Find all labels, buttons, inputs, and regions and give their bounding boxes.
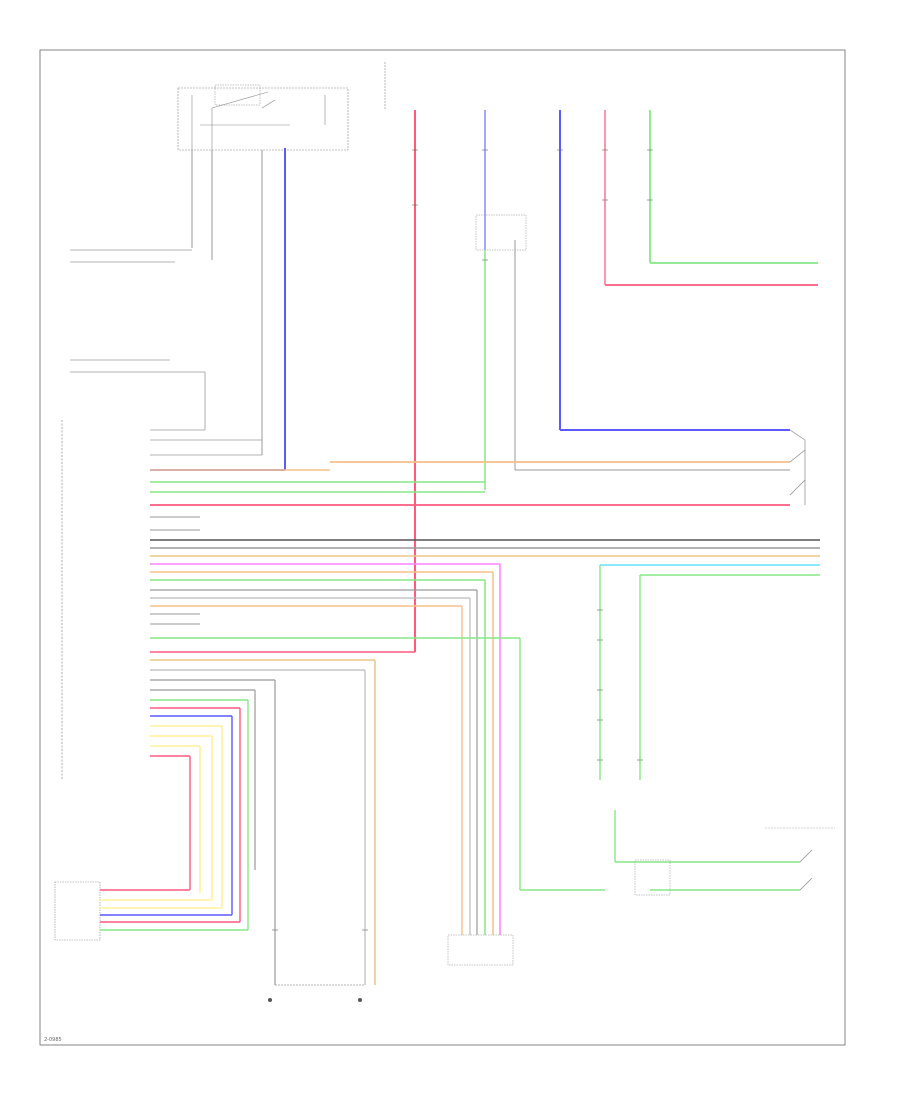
sensor-connector xyxy=(54,881,248,941)
bottom-grounds xyxy=(268,984,365,1002)
bottom-center-connector xyxy=(447,934,514,966)
right-lower-wires xyxy=(599,564,835,896)
diagram-frame xyxy=(39,49,846,1046)
top-relay-box xyxy=(177,62,386,151)
ecm-harness xyxy=(150,461,820,985)
top-stubs xyxy=(191,150,263,455)
left-thin-wires xyxy=(61,249,262,780)
footer-label: 2-0985 xyxy=(44,1037,62,1043)
right-switches xyxy=(789,429,806,505)
connector-markers xyxy=(272,149,653,931)
center-relay xyxy=(475,214,527,490)
